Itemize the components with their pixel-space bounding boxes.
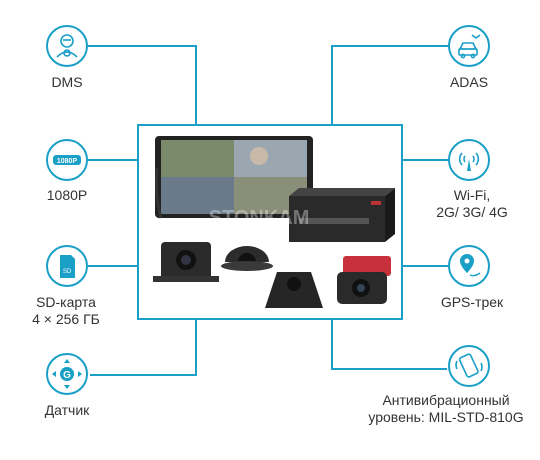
- sd-label-line2: 4 × 256 ГБ: [32, 311, 100, 327]
- antivib-icon-circle: [448, 345, 490, 387]
- sensor-icon-circle: G: [46, 353, 88, 395]
- g-sensor-icon: G: [52, 359, 82, 389]
- sd-card-text: SD: [63, 269, 72, 275]
- badge-text: 1080P: [57, 158, 78, 165]
- 1080p-badge-icon: 1080P: [53, 155, 81, 165]
- car-collision-icon: [458, 34, 481, 59]
- gps-icon-circle: [448, 245, 490, 287]
- wifi-label-line1: Wi-Fi,: [453, 187, 491, 203]
- wedge-camera-image: [265, 272, 323, 308]
- wifi-label: Wi-Fi, 2G/ 3G/ 4G: [434, 187, 510, 221]
- antivib-label-line2: уровень: MIL-STD-810G: [368, 409, 524, 425]
- sd-icon-circle: SD: [46, 245, 88, 287]
- dome-camera-image: [221, 246, 273, 271]
- sd-card-icon: SD: [60, 255, 75, 278]
- vibrating-phone-icon: [455, 353, 483, 378]
- sensor-label: Датчик: [44, 402, 90, 418]
- product-image: STONKAM: [153, 136, 395, 308]
- p1080-icon-circle: 1080P: [46, 139, 88, 181]
- g-letter: G: [63, 370, 71, 381]
- driver-face-icon: [56, 34, 78, 58]
- antivib-label: Антивибрационный уровень: MIL-STD-810G: [356, 392, 536, 426]
- dms-icon-circle: [46, 25, 88, 67]
- wifi-label-line2: 2G/ 3G/ 4G: [436, 204, 508, 220]
- sd-label-line1: SD-карта: [36, 294, 96, 310]
- product-frame: STONKAM: [137, 124, 403, 320]
- wireless-signal-icon: [458, 152, 480, 171]
- p1080-label: 1080P: [46, 187, 88, 203]
- mdvr-unit-image: [289, 188, 395, 242]
- adas-icon-circle: [448, 25, 490, 67]
- antivib-label-line1: Антивибрационный: [382, 392, 510, 408]
- sd-label: SD-карта 4 × 256 ГБ: [16, 294, 116, 328]
- square-camera-image: [153, 242, 219, 282]
- wifi-icon-circle: [448, 139, 490, 181]
- gps-label: GPS-трек: [440, 294, 504, 310]
- adas-label: ADAS: [449, 74, 489, 90]
- map-pin-icon: [460, 254, 481, 277]
- dashcam-image: [337, 256, 391, 304]
- dms-label: DMS: [51, 74, 83, 90]
- watermark-text: STONKAM: [209, 207, 310, 229]
